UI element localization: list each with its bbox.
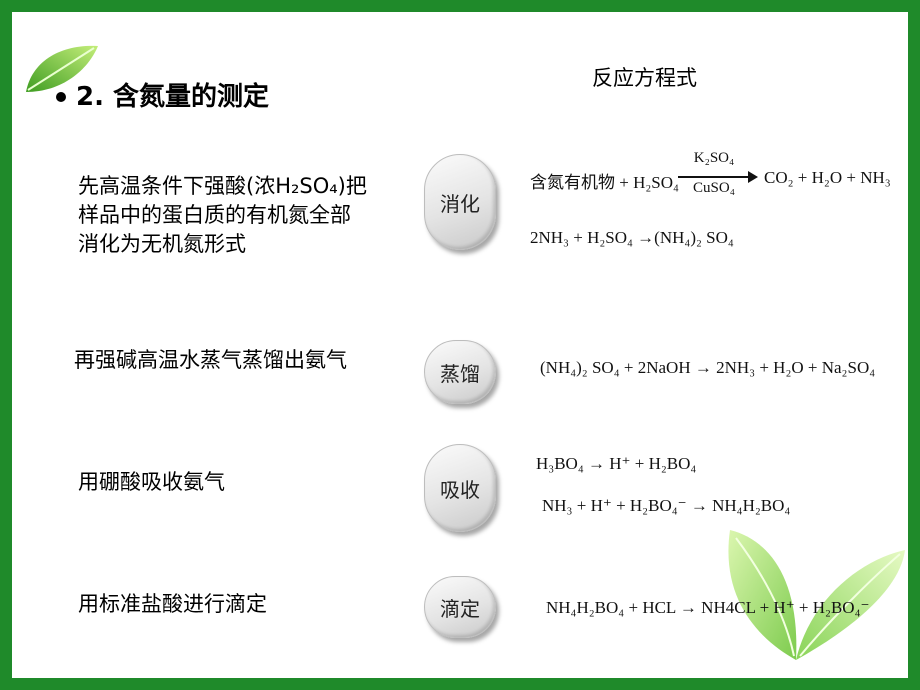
leaf-icon	[26, 45, 98, 92]
step-description-titration: 用标准盐酸进行滴定	[78, 590, 267, 619]
equation-titration: NH₄H₂BO₄ + HCL → NH4CL + H⁺ + H₂BO₄⁻	[546, 598, 870, 617]
arrow-line	[678, 176, 750, 178]
section-title-text: 含氮量的测定	[113, 82, 270, 112]
description-line: 先高温条件下强酸(浓H₂SO₄)把	[78, 174, 367, 198]
catalyst-arrow: K₂SO₄ CuSO₄	[678, 150, 758, 202]
description-line: 消化为无机氮形式	[78, 232, 246, 256]
description-line: 再强碱高温水蒸气蒸馏出氨气	[74, 348, 347, 372]
equation-distillation: (NH₄)₂ SO₄ + 2NaOH → 2NH₃ + H₂O + Na₂SO₄	[540, 358, 876, 377]
description-line: 样品中的蛋白质的有机氮全部	[78, 203, 351, 227]
step-description-absorption: 用硼酸吸收氨气	[78, 468, 225, 497]
step-pill-distillation: 蒸馏	[424, 340, 496, 404]
step-pill-digestion: 消化	[424, 154, 496, 250]
catalyst-bottom: CuSO₄	[693, 180, 735, 196]
catalyst-top: K₂SO₄	[693, 150, 735, 166]
section-title: 2. 含氮量的测定	[76, 76, 269, 113]
description-line: 用硼酸吸收氨气	[78, 470, 225, 494]
equation-digestion-1-right: CO₂ + H₂O + NH₃	[764, 168, 891, 187]
leaves-icon	[728, 530, 905, 660]
step-pill-absorption: 吸收	[424, 444, 496, 532]
equation-absorption-2: NH₃ + H⁺ + H₂BO₄⁻ → NH₄H₂BO₄	[542, 496, 791, 515]
step-pill-titration: 滴定	[424, 576, 496, 638]
step-description-digestion: 先高温条件下强酸(浓H₂SO₄)把 样品中的蛋白质的有机氮全部 消化为无机氮形式	[78, 172, 367, 259]
bullet-icon	[56, 92, 66, 102]
arrow-head-icon	[748, 171, 758, 183]
step-description-distillation: 再强碱高温水蒸气蒸馏出氨气	[74, 346, 347, 375]
equation-absorption-1: H₃BO₄ → H⁺ + H₂BO₄	[536, 454, 697, 473]
equation-digestion-2: 2NH₃ + H₂SO₄ →(NH₄)₂ SO₄	[530, 228, 734, 247]
equations-header: 反应方程式	[592, 66, 697, 90]
section-number: 2.	[76, 82, 104, 112]
description-line: 用标准盐酸进行滴定	[78, 592, 267, 616]
equation-digestion-1-left: 含氮有机物 + H₂SO₄	[530, 173, 679, 192]
